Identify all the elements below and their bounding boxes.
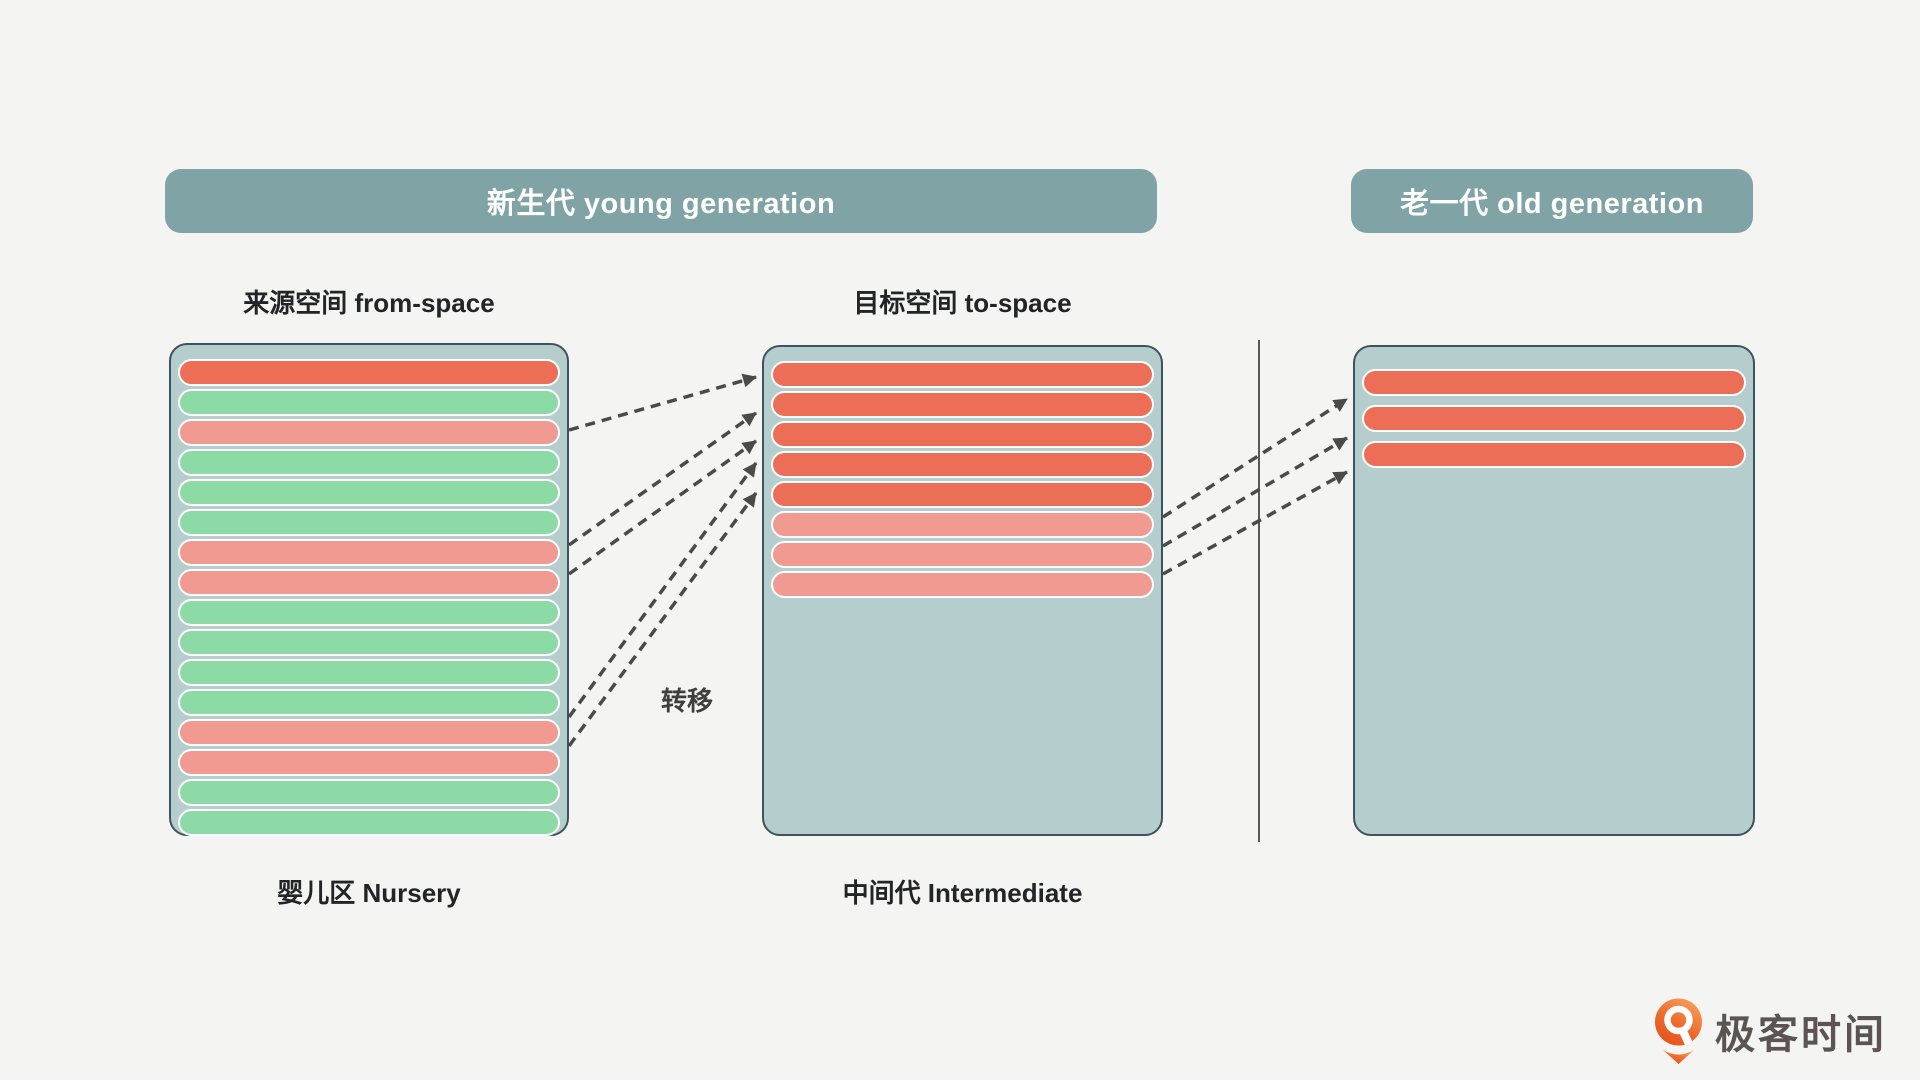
nursery-label: 婴儿区 Nursery bbox=[277, 878, 461, 908]
memory-block-green bbox=[178, 779, 560, 806]
memory-block-pink bbox=[178, 749, 560, 776]
memory-block-green bbox=[178, 389, 560, 416]
to-space-label: 目标空间 to-space bbox=[853, 288, 1072, 318]
geektime-logo-icon bbox=[1655, 998, 1702, 1064]
memory-block-red bbox=[771, 481, 1154, 508]
memory-block-green bbox=[178, 809, 560, 836]
memory-block-green bbox=[178, 629, 560, 656]
memory-block-pink bbox=[178, 539, 560, 566]
memory-block-red bbox=[771, 421, 1154, 448]
generation-divider-line bbox=[1258, 340, 1260, 842]
memory-block-red bbox=[771, 451, 1154, 478]
intermediate-box bbox=[762, 345, 1163, 836]
memory-block-green bbox=[178, 599, 560, 626]
memory-block-red bbox=[1362, 369, 1746, 396]
memory-block-green bbox=[178, 449, 560, 476]
memory-block-pink bbox=[771, 571, 1154, 598]
memory-block-pink bbox=[178, 719, 560, 746]
geektime-logo: 极客时间 bbox=[1655, 998, 1887, 1064]
memory-block-pink bbox=[771, 511, 1154, 538]
old-generation-box bbox=[1353, 345, 1755, 836]
geektime-logo-text: 极客时间 bbox=[1715, 1013, 1887, 1057]
memory-block-green bbox=[178, 689, 560, 716]
memory-block-green bbox=[178, 509, 560, 536]
transfer-arrow bbox=[568, 373, 757, 432]
from-space-label: 来源空间 from-space bbox=[243, 288, 495, 318]
nursery-box bbox=[169, 343, 569, 836]
old-generation-header: 老一代 old generation bbox=[1351, 169, 1753, 233]
memory-block-pink bbox=[771, 541, 1154, 568]
transfer-label: 转移 bbox=[660, 686, 713, 716]
memory-block-red bbox=[1362, 405, 1746, 432]
memory-block-red bbox=[178, 359, 560, 386]
transfer-arrow bbox=[1162, 397, 1348, 519]
memory-block-red bbox=[771, 391, 1154, 418]
young-generation-header: 新生代 young generation bbox=[165, 169, 1157, 233]
memory-block-green bbox=[178, 479, 560, 506]
intermediate-label: 中间代 Intermediate bbox=[842, 878, 1083, 908]
memory-block-pink bbox=[178, 419, 560, 446]
memory-block-red bbox=[771, 361, 1154, 388]
memory-block-green bbox=[178, 659, 560, 686]
transfer-arrow bbox=[567, 439, 758, 576]
transfer-arrow bbox=[1162, 470, 1348, 576]
transfer-arrow bbox=[567, 461, 758, 719]
transfer-arrow bbox=[567, 411, 758, 547]
memory-block-pink bbox=[178, 569, 560, 596]
transfer-arrow bbox=[1162, 436, 1348, 548]
memory-block-red bbox=[1362, 441, 1746, 468]
